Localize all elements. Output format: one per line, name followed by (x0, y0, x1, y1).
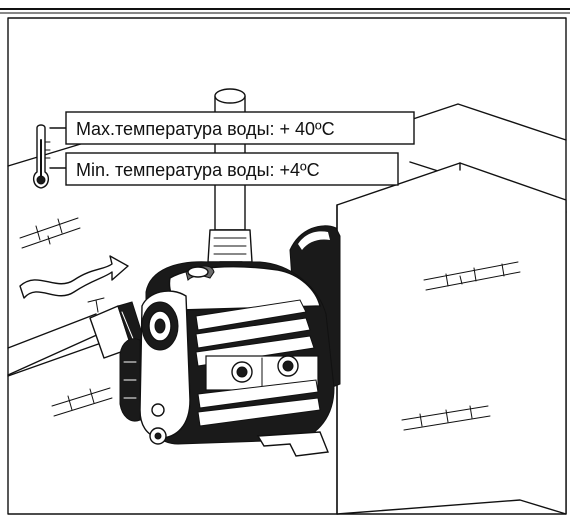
brick-texture-left-bottom (51, 387, 113, 417)
min-temperature-text: Min. температура воды: +4ºC (76, 160, 320, 180)
enclosure-box (336, 162, 567, 515)
brick-texture-box-bottom (401, 405, 491, 431)
label-leader (49, 127, 67, 169)
water-flow-arrow-icon (19, 255, 129, 299)
brick-texture-left-top (19, 217, 81, 249)
water-pump (119, 225, 341, 457)
brick-texture-box-top (423, 261, 521, 291)
thermometer-icon (32, 124, 51, 189)
min-temperature-label: Min. температура воды: +4ºC (65, 152, 399, 186)
max-temperature-text: Max.температура воды: + 40ºC (76, 119, 335, 139)
max-temperature-label: Max.температура воды: + 40ºC (65, 111, 415, 145)
header-strip (0, 0, 570, 14)
